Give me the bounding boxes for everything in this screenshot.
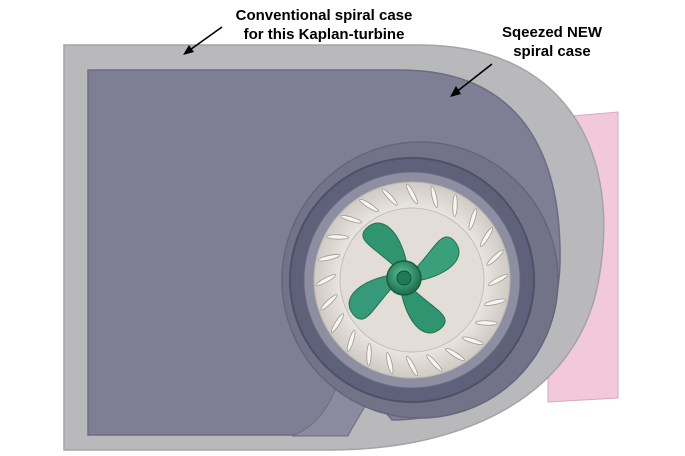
- guide-vane: [426, 354, 443, 372]
- guide-vane: [359, 198, 379, 213]
- runner-hub-cap: [396, 270, 412, 286]
- runner-blade: [348, 274, 400, 320]
- guide-vane: [381, 188, 398, 206]
- guide-vane: [445, 347, 465, 362]
- guide-vane: [406, 183, 418, 205]
- guide-vane: [346, 329, 356, 352]
- guide-vane: [483, 298, 507, 306]
- guide-vane: [486, 249, 504, 266]
- arrow-icon: [183, 26, 223, 55]
- guide-vane: [430, 185, 438, 209]
- kaplan-runner-icon: [348, 222, 460, 334]
- guide-vane: [326, 234, 349, 240]
- new-case-label-line1: Sqeezed NEW: [501, 24, 603, 41]
- new-case-label: Sqeezed NEW spiral case: [482, 23, 622, 61]
- conventional-case-label: Conventional spiral case for this Kaplan…: [204, 6, 444, 44]
- guide-vane: [461, 336, 484, 346]
- guide-vane: [487, 274, 509, 286]
- guide-vane: [330, 313, 345, 333]
- guide-vane: [475, 320, 498, 326]
- runner-blade: [408, 236, 460, 282]
- guide-vane: [340, 214, 363, 224]
- runner-blade: [362, 222, 408, 274]
- guide-vane: [406, 355, 418, 377]
- guide-vane: [366, 343, 372, 366]
- guide-vanes: [315, 183, 509, 377]
- arrow-icon: [450, 63, 493, 97]
- new-case-label-line2: spiral case: [513, 43, 591, 60]
- guide-vane: [386, 351, 394, 375]
- conventional-case-label-line2: for this Kaplan-turbine: [243, 26, 405, 43]
- guide-vane: [479, 227, 494, 247]
- guide-vane: [468, 208, 478, 231]
- conventional-case-label-line1: Conventional spiral case: [235, 7, 413, 24]
- runner-blade: [400, 282, 446, 334]
- guide-vane: [320, 294, 338, 311]
- guide-vane: [315, 274, 337, 286]
- guide-vane: [317, 254, 341, 262]
- guide-vane: [452, 194, 458, 217]
